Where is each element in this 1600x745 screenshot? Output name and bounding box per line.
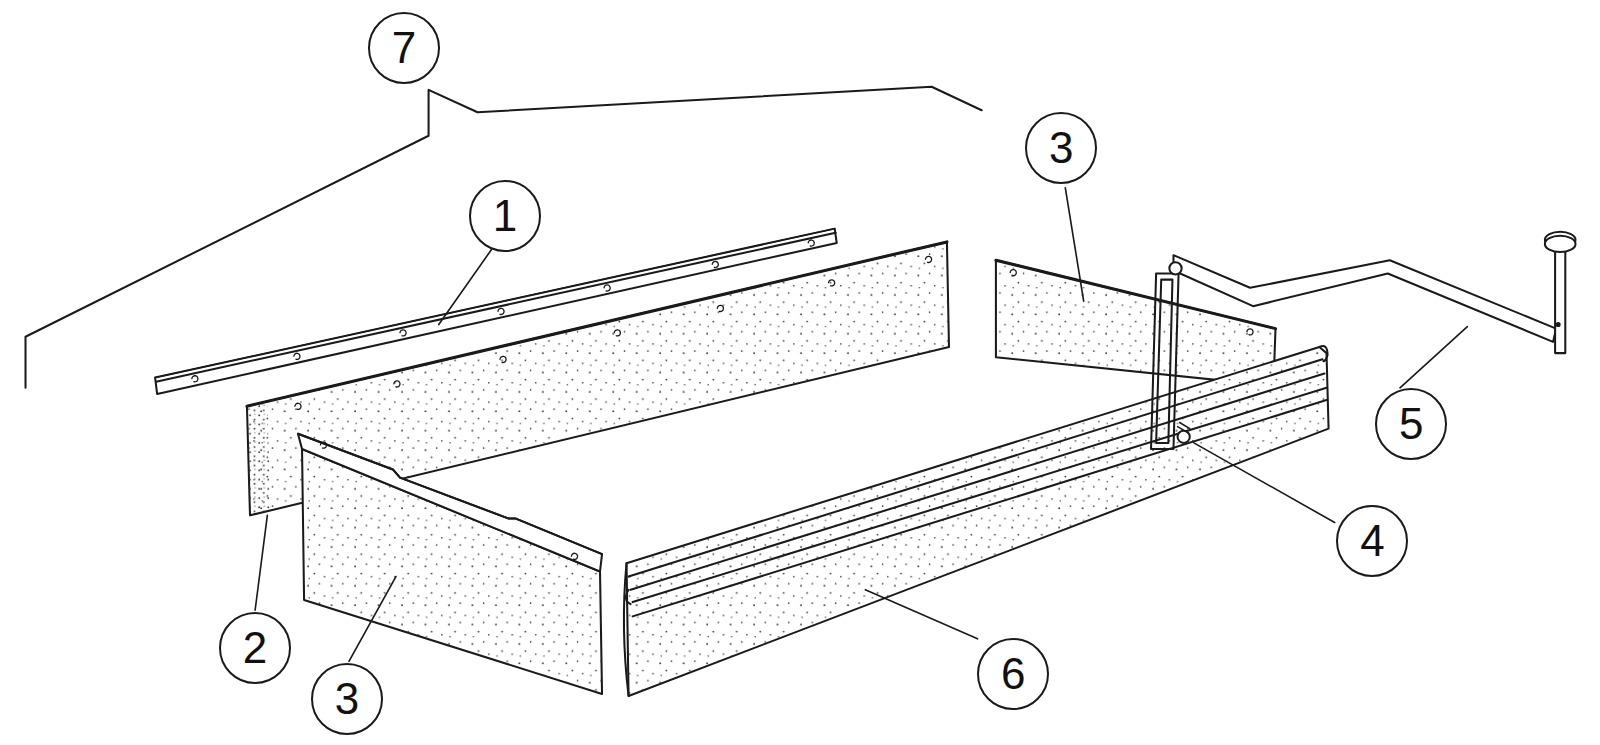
callout-circle: 5	[1375, 388, 1447, 460]
front-rail	[624, 346, 1329, 696]
callout-number: 2	[243, 626, 267, 670]
callout-circle: 1	[469, 180, 541, 252]
callout-number: 7	[392, 26, 416, 70]
callout-number: 1	[493, 194, 517, 238]
callout-number: 6	[1001, 652, 1025, 696]
pin-part	[1178, 423, 1190, 443]
end-panel	[996, 260, 1276, 386]
callout-circle: 3	[311, 663, 383, 735]
callout-number: 3	[335, 677, 359, 721]
end-panel	[298, 434, 602, 694]
callout-circle: 3	[1025, 112, 1097, 184]
callout-number: 4	[1360, 519, 1384, 563]
callout-number: 3	[1049, 126, 1073, 170]
leader-line	[255, 188, 1467, 661]
callout-circle: 2	[219, 612, 291, 684]
callout-number: 5	[1399, 402, 1423, 446]
callout-circle: 4	[1336, 505, 1408, 577]
callout-circle: 6	[977, 638, 1049, 710]
crank-handle	[1151, 232, 1575, 449]
callout-circle: 7	[368, 12, 440, 84]
